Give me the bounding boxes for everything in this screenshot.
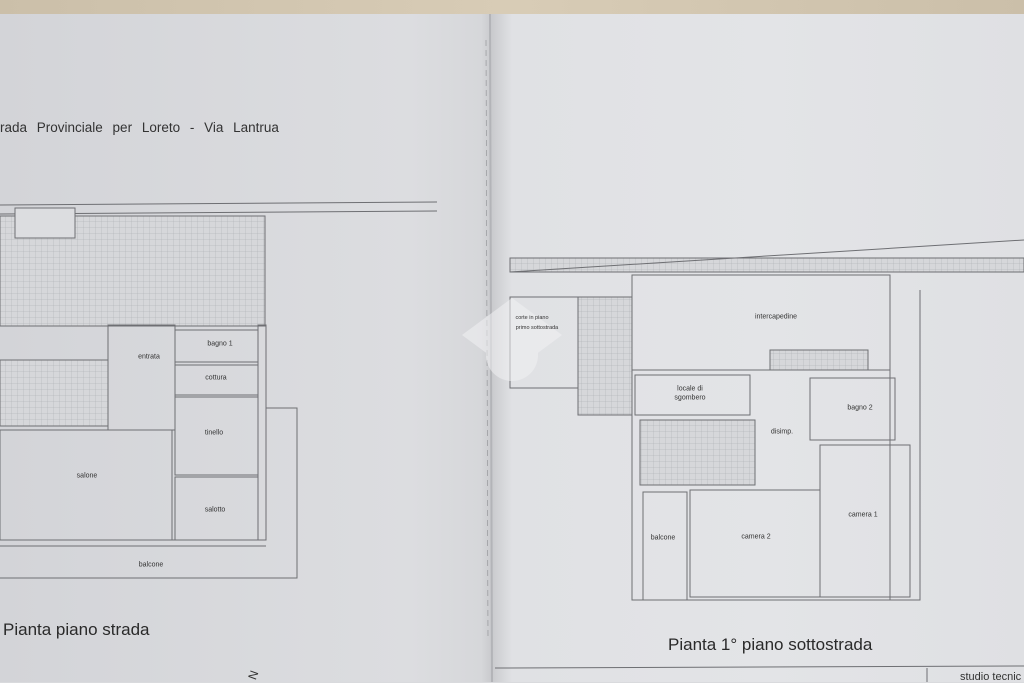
- left-floor-plan: [0, 201, 438, 579]
- room-label-bagno-1: bagno 1: [207, 340, 233, 348]
- left-plan-title: Pianta piano strada: [3, 620, 150, 639]
- room-label-locale-line1: locale di: [677, 385, 703, 393]
- right-floor-plan: [509, 239, 1024, 601]
- room-label-corte-line1: corte in piano: [515, 315, 549, 321]
- room-label-balcone-right: balcone: [650, 534, 676, 542]
- room-label-corte-line2: primo sottostrada: [515, 325, 559, 331]
- room-label-camera-2: camera 2: [741, 533, 771, 541]
- room-label-bagno-2: bagno 2: [847, 404, 873, 412]
- room-label-camera-1: camera 1: [848, 511, 878, 519]
- room-label-cottura: cottura: [205, 374, 227, 382]
- room-label-disimp: disimp.: [770, 428, 794, 436]
- room-label-balcone: balcone: [138, 561, 164, 569]
- room-label-salotto: salotto: [204, 506, 226, 514]
- watermark-logo: [462, 298, 562, 381]
- title-block-studio: studio tecnic: [960, 671, 1022, 683]
- table-background: [0, 0, 1024, 14]
- room-label-locale-line2: sgombero: [674, 394, 706, 402]
- title-block-border: [494, 665, 1024, 669]
- street-header: rada Provinciale per Loreto - Via Lantru…: [0, 120, 279, 135]
- room-label-entrata: entrata: [138, 353, 160, 361]
- room-label-tinello: tinello: [204, 429, 224, 437]
- room-label-salone: salone: [76, 472, 98, 480]
- room-label-intercapedine: intercapedine: [754, 313, 798, 321]
- right-plan-title: Pianta 1° piano sottostrada: [668, 635, 873, 654]
